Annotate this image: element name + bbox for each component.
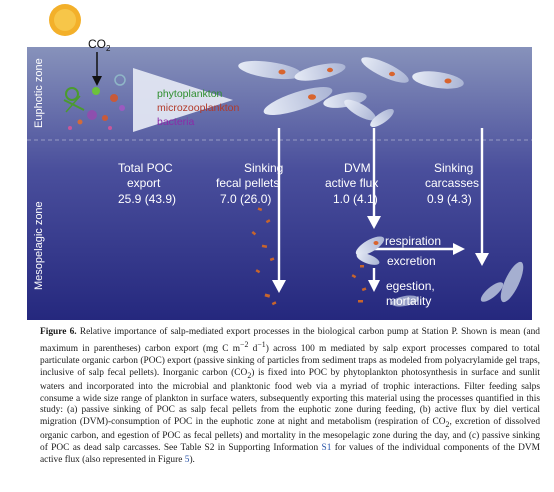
legend-microzooplankton: microzooplankton: [157, 102, 239, 114]
plankton-triangle: [133, 68, 233, 132]
svg-text:export: export: [127, 176, 161, 190]
sun-core: [54, 9, 76, 31]
svg-text:Sinking: Sinking: [244, 161, 283, 175]
respiration-label: respiration: [385, 234, 441, 248]
mortality-label: mortality: [386, 294, 431, 308]
svg-text:7.0 (26.0): 7.0 (26.0): [220, 192, 271, 206]
svg-text:0.9 (4.3): 0.9 (4.3): [427, 192, 472, 206]
svg-text:active flux: active flux: [325, 176, 378, 190]
svg-text:DVM: DVM: [344, 161, 371, 175]
figure-caption: Figure 6. Relative importance of salp-me…: [40, 327, 540, 467]
excretion-label: excretion: [387, 254, 436, 268]
caption-text: ).: [189, 454, 195, 465]
svg-text:fecal pellets: fecal pellets: [216, 176, 279, 190]
fecal-pellets: [251, 207, 367, 306]
figure-illustration: Euphotic zone Mesopelagic zone CO2 phyto…: [27, 4, 532, 320]
dvm-salp: [355, 236, 385, 265]
caption-sub: 2: [247, 370, 252, 380]
flux-label-fecal-pellets: Sinking fecal pellets 7.0 (26.0): [216, 161, 283, 206]
caption-sup: −2: [240, 339, 249, 349]
figure-label: Figure 6.: [40, 327, 77, 337]
sinking-arrows: [272, 128, 489, 293]
plankton-legend: phytoplankton microzooplankton bacteria: [157, 88, 239, 128]
caption-sub: 2: [445, 420, 450, 430]
legend-bacteria: bacteria: [157, 116, 195, 128]
caption-sup: −1: [257, 339, 266, 349]
svg-text:Total POC: Total POC: [118, 161, 173, 175]
supporting-info-link[interactable]: S1: [321, 443, 332, 454]
caption-text: Relative importance of salp-mediated exp…: [40, 327, 540, 355]
flux-label-dvm: DVM active flux 1.0 (4.1): [325, 161, 378, 206]
caption-text: , excretion of dissolved organic carbon,…: [40, 417, 541, 454]
co2-arrow-head: [92, 76, 102, 86]
caption-text: ) across 100 m mediated by salp export p…: [40, 344, 541, 378]
caption-text: for values of the individual components …: [40, 443, 540, 465]
co2-label: CO2: [88, 37, 111, 53]
salp-group: [238, 57, 464, 128]
svg-text:carcasses: carcasses: [425, 176, 479, 190]
salp-carcasses: [391, 261, 524, 307]
flux-label-carcasses: Sinking carcasses 0.9 (4.3): [425, 161, 479, 206]
mesopelagic-zone-label: Mesopelagic zone: [33, 201, 45, 290]
svg-text:Sinking: Sinking: [434, 161, 473, 175]
svg-text:25.9 (43.9): 25.9 (43.9): [118, 192, 176, 206]
caption-text: ) is fixed into POC by phytoplankton pho…: [40, 367, 541, 428]
caption-text: d: [248, 344, 258, 355]
egestion-label: egestion,: [386, 279, 435, 293]
legend-phytoplankton: phytoplankton: [157, 88, 223, 100]
figure-5-link[interactable]: 5: [184, 454, 190, 465]
svg-text:1.0 (4.1): 1.0 (4.1): [333, 192, 378, 206]
flux-label-total-poc: Total POC export 25.9 (43.9): [118, 161, 176, 206]
plankton-cluster: [63, 74, 126, 130]
euphotic-zone-label: Euphotic zone: [33, 58, 45, 128]
